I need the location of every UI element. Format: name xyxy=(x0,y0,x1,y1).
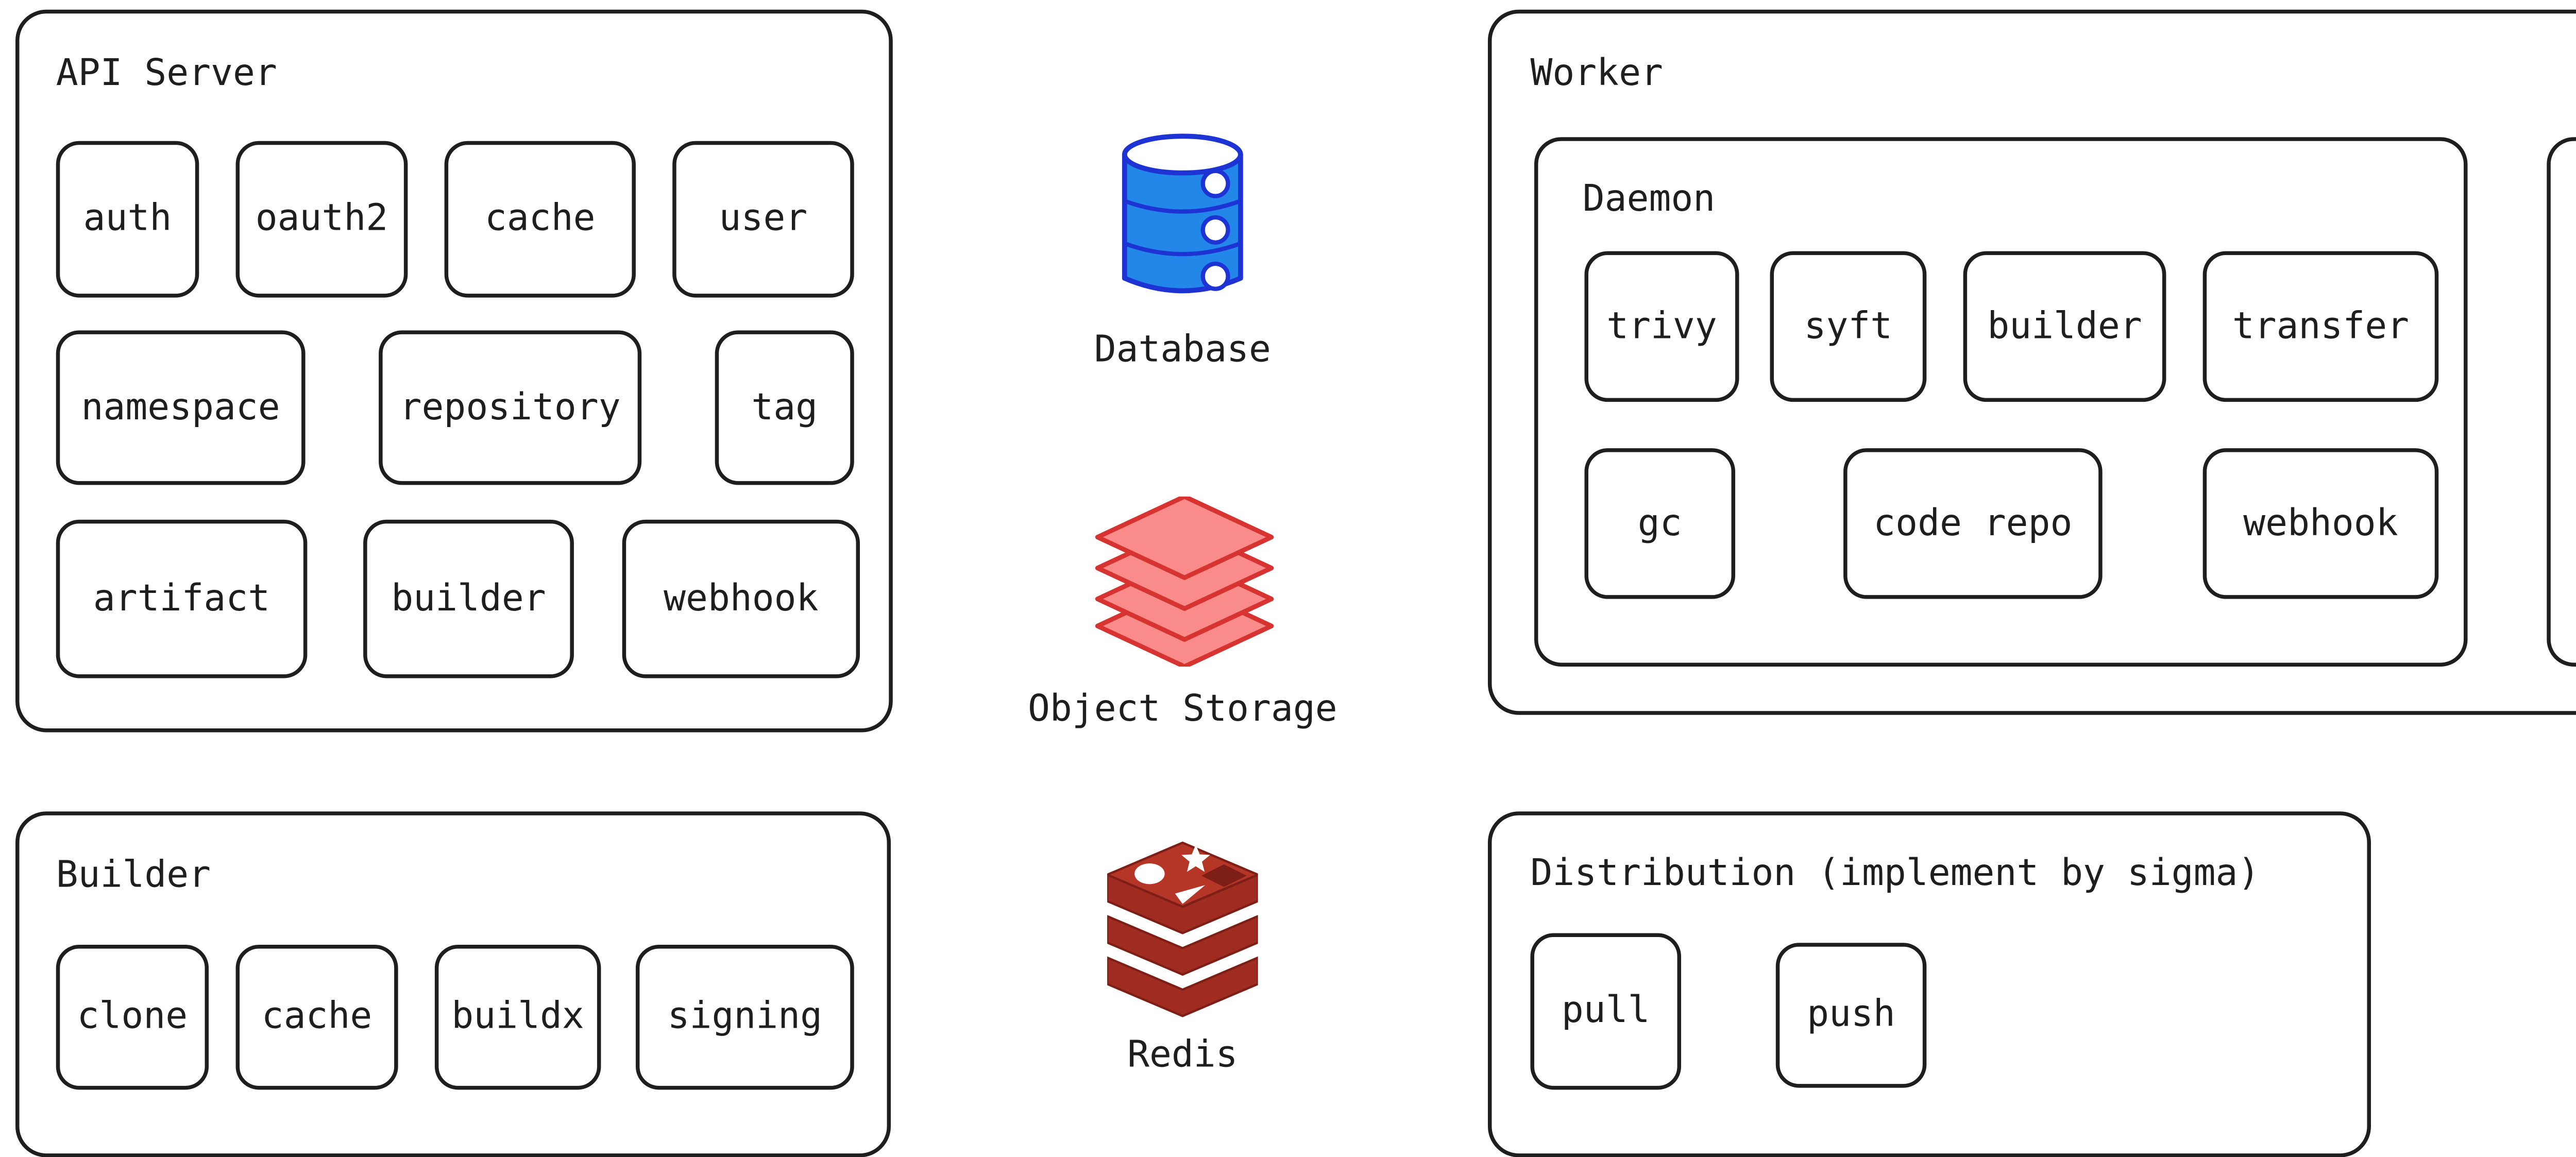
node-syft: syft xyxy=(1770,251,1927,402)
object-storage-icon xyxy=(1094,496,1276,667)
node-auth: auth xyxy=(56,141,199,298)
node-clone: clone xyxy=(56,945,209,1090)
node-gc: gc xyxy=(1584,448,1736,599)
redis-circle xyxy=(1134,863,1165,884)
node-trivy: trivy xyxy=(1584,251,1739,402)
node-namespace: namespace xyxy=(56,330,306,485)
node-user: user xyxy=(672,141,854,298)
node-webhook: webhook xyxy=(622,519,860,678)
redis-star xyxy=(1181,844,1210,872)
redis-icon xyxy=(1107,841,1258,1020)
node-buildx: buildx xyxy=(434,945,601,1090)
node-tag: tag xyxy=(715,330,854,485)
group-daemon-title: Daemon xyxy=(1582,178,1716,220)
node-code-repo: code repo xyxy=(1843,448,2103,599)
group-builder-title: Builder xyxy=(56,854,211,897)
node-push: push xyxy=(1775,943,1927,1088)
group-api-server: API Server auth oauth2 cache user namesp… xyxy=(15,9,893,733)
node-builder: builder xyxy=(363,519,574,678)
database-label: Database xyxy=(1094,328,1271,371)
node-signing: signing xyxy=(635,945,854,1090)
object-storage-label: Object Storage xyxy=(1028,688,1337,730)
redis-cube xyxy=(1201,864,1247,887)
group-cronjob: Cronjob builder gc xyxy=(2547,137,2576,667)
group-worker-title: Worker xyxy=(1530,52,1663,95)
group-builder: Builder clone cache buildx signing xyxy=(15,811,891,1157)
node-repository: repository xyxy=(379,330,642,485)
node-cache: cache xyxy=(444,141,636,298)
redis-label: Redis xyxy=(1127,1033,1238,1077)
node-cache: cache xyxy=(235,945,398,1090)
group-daemon: Daemon trivy syft builder transfer gc co… xyxy=(1534,137,2468,667)
node-webhook: webhook xyxy=(2202,448,2439,599)
node-transfer: transfer xyxy=(2202,251,2439,402)
node-builder: builder xyxy=(1963,251,2166,402)
node-artifact: artifact xyxy=(56,519,308,678)
group-distribution-title: Distribution (implement by sigma) xyxy=(1530,852,2260,895)
database-icon xyxy=(1117,131,1248,301)
node-pull: pull xyxy=(1530,933,1682,1090)
group-distribution: Distribution (implement by sigma) pull p… xyxy=(1487,811,2371,1157)
node-oauth2: oauth2 xyxy=(235,141,408,298)
group-worker: Worker Daemon trivy syft builder transfe… xyxy=(1487,9,2576,715)
redis-triangle xyxy=(1175,885,1206,904)
group-api-server-title: API Server xyxy=(56,52,277,95)
